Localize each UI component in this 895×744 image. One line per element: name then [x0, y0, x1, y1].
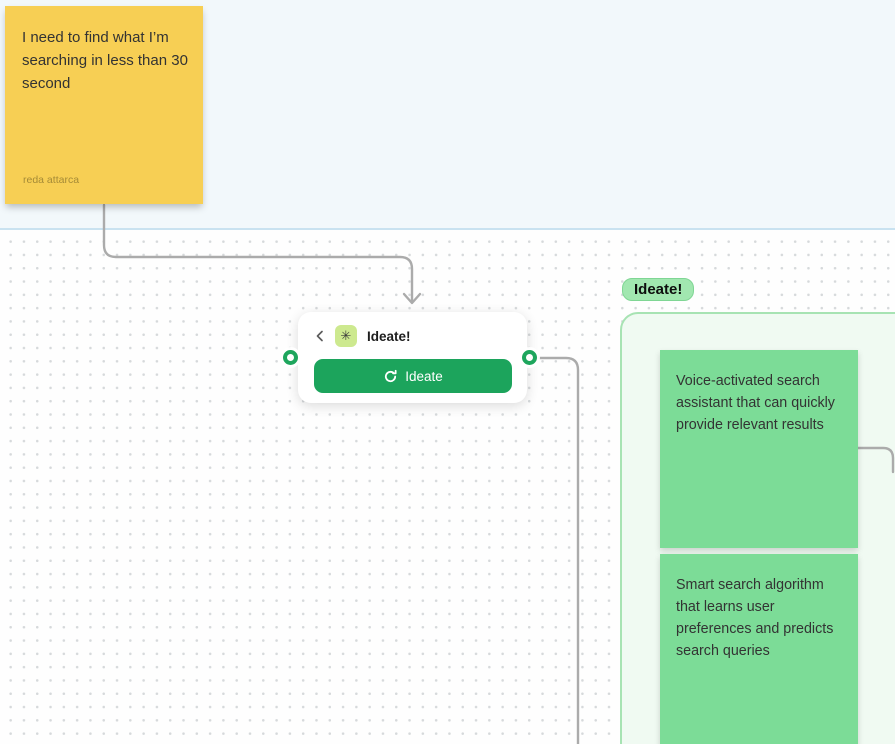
idea-sticky-text: Smart search algorithm that learns user … — [676, 577, 834, 659]
connector-sticky-to-widget — [102, 203, 414, 303]
back-chevron-icon[interactable] — [315, 329, 325, 343]
idea-sticky-text: Voice-activated search assistant that ca… — [676, 373, 835, 433]
idea-sticky-voice-search[interactable]: Voice-activated search assistant that ca… — [660, 350, 858, 548]
widget-header: ✳ Ideate! — [298, 312, 527, 347]
refresh-icon — [385, 369, 397, 382]
sticky-note-author: reda attarca — [23, 174, 80, 186]
ideate-button-label: Ideate — [405, 368, 443, 384]
spark-icon: ✳ — [335, 325, 357, 347]
ideate-widget-card[interactable]: ✳ Ideate! Ideate — [298, 312, 527, 403]
ideate-button[interactable]: Ideate — [314, 359, 512, 393]
widget-title: Ideate! — [367, 328, 411, 344]
connector-port-left[interactable] — [283, 350, 298, 365]
connector-port-right[interactable] — [522, 350, 537, 365]
connector-widget-to-results — [528, 356, 580, 744]
connector-idea-right — [856, 446, 895, 474]
yellow-sticky-note[interactable]: I need to find what I’m searching in les… — [5, 6, 203, 204]
ideate-section-badge[interactable]: Ideate! — [622, 278, 695, 301]
sticky-note-text: I need to find what I’m searching in les… — [22, 29, 188, 92]
idea-sticky-smart-search[interactable]: Smart search algorithm that learns user … — [660, 554, 858, 744]
connector-arrowhead — [402, 292, 422, 305]
